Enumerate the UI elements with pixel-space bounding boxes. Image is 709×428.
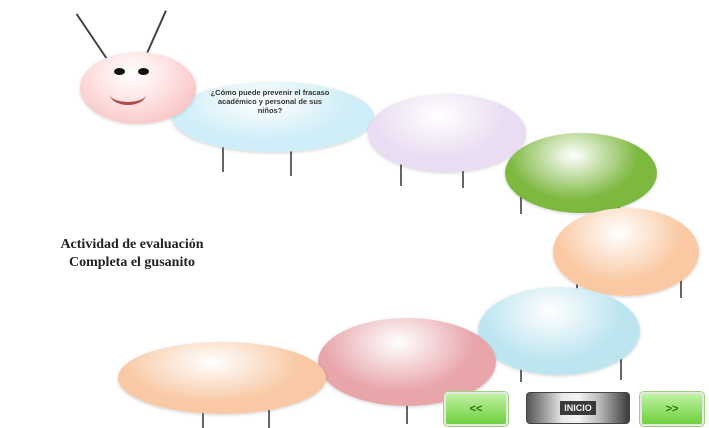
leg — [620, 354, 622, 380]
leg — [290, 148, 292, 176]
leg — [222, 140, 224, 172]
leg — [406, 396, 408, 424]
prev-button[interactable]: << — [444, 392, 508, 426]
title-line-1: Actividad de evaluación — [60, 237, 204, 252]
leg — [462, 160, 464, 188]
title-line-2: Completa el gusanito — [69, 255, 195, 270]
caterpillar-segment[interactable] — [368, 94, 526, 172]
eye-left — [114, 68, 125, 75]
caterpillar-segment[interactable] — [318, 318, 496, 406]
leg — [202, 406, 204, 428]
double-chevron-left-icon: << — [469, 403, 483, 415]
activity-title: Actividad de evaluación Completa el gusa… — [12, 236, 252, 272]
eye-right — [138, 68, 149, 75]
caterpillar-segment-question — [172, 82, 374, 152]
caterpillar-head — [80, 52, 196, 124]
antenna-left — [75, 13, 110, 63]
caterpillar-segment[interactable] — [505, 133, 657, 213]
question-text: ¿Cómo puede prevenir el fracaso académic… — [210, 88, 330, 115]
leg — [268, 406, 270, 428]
caterpillar-segment[interactable] — [118, 342, 326, 414]
leg — [520, 194, 522, 214]
mouth — [110, 84, 146, 105]
home-button-label: INICIO — [560, 401, 596, 415]
double-chevron-right-icon: >> — [665, 403, 679, 415]
caterpillar-segment[interactable] — [478, 287, 640, 375]
next-button[interactable]: >> — [640, 392, 704, 426]
leg — [520, 362, 522, 382]
leg — [400, 156, 402, 186]
caterpillar-segment[interactable] — [553, 208, 699, 296]
leg — [680, 276, 682, 298]
home-button[interactable]: INICIO — [526, 392, 630, 424]
